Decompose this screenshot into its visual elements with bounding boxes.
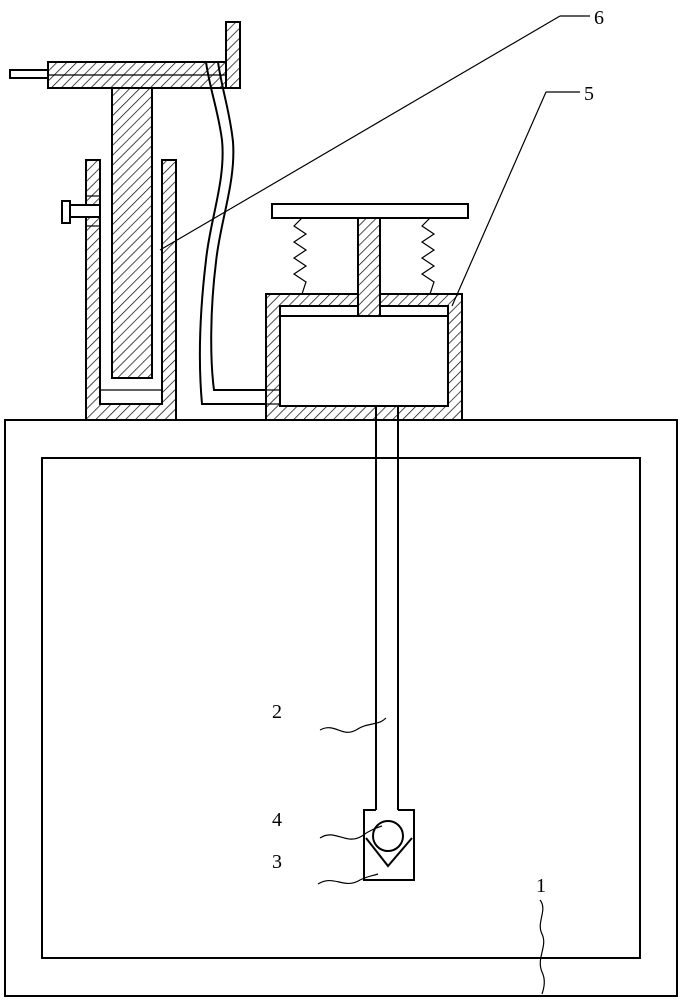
leader-lines	[159, 15, 590, 995]
top-arm	[9, 21, 241, 89]
tank-body	[4, 419, 678, 997]
label-4: 4	[272, 809, 282, 831]
label-6: 6	[594, 7, 604, 29]
down-pipe	[363, 406, 415, 881]
label-1: 1	[536, 875, 546, 897]
label-5: 5	[584, 83, 594, 105]
label-2: 2	[272, 701, 282, 723]
jack-assembly	[61, 87, 177, 421]
pressure-box	[265, 203, 469, 421]
label-3: 3	[272, 851, 282, 873]
flexible-tube	[198, 61, 268, 405]
